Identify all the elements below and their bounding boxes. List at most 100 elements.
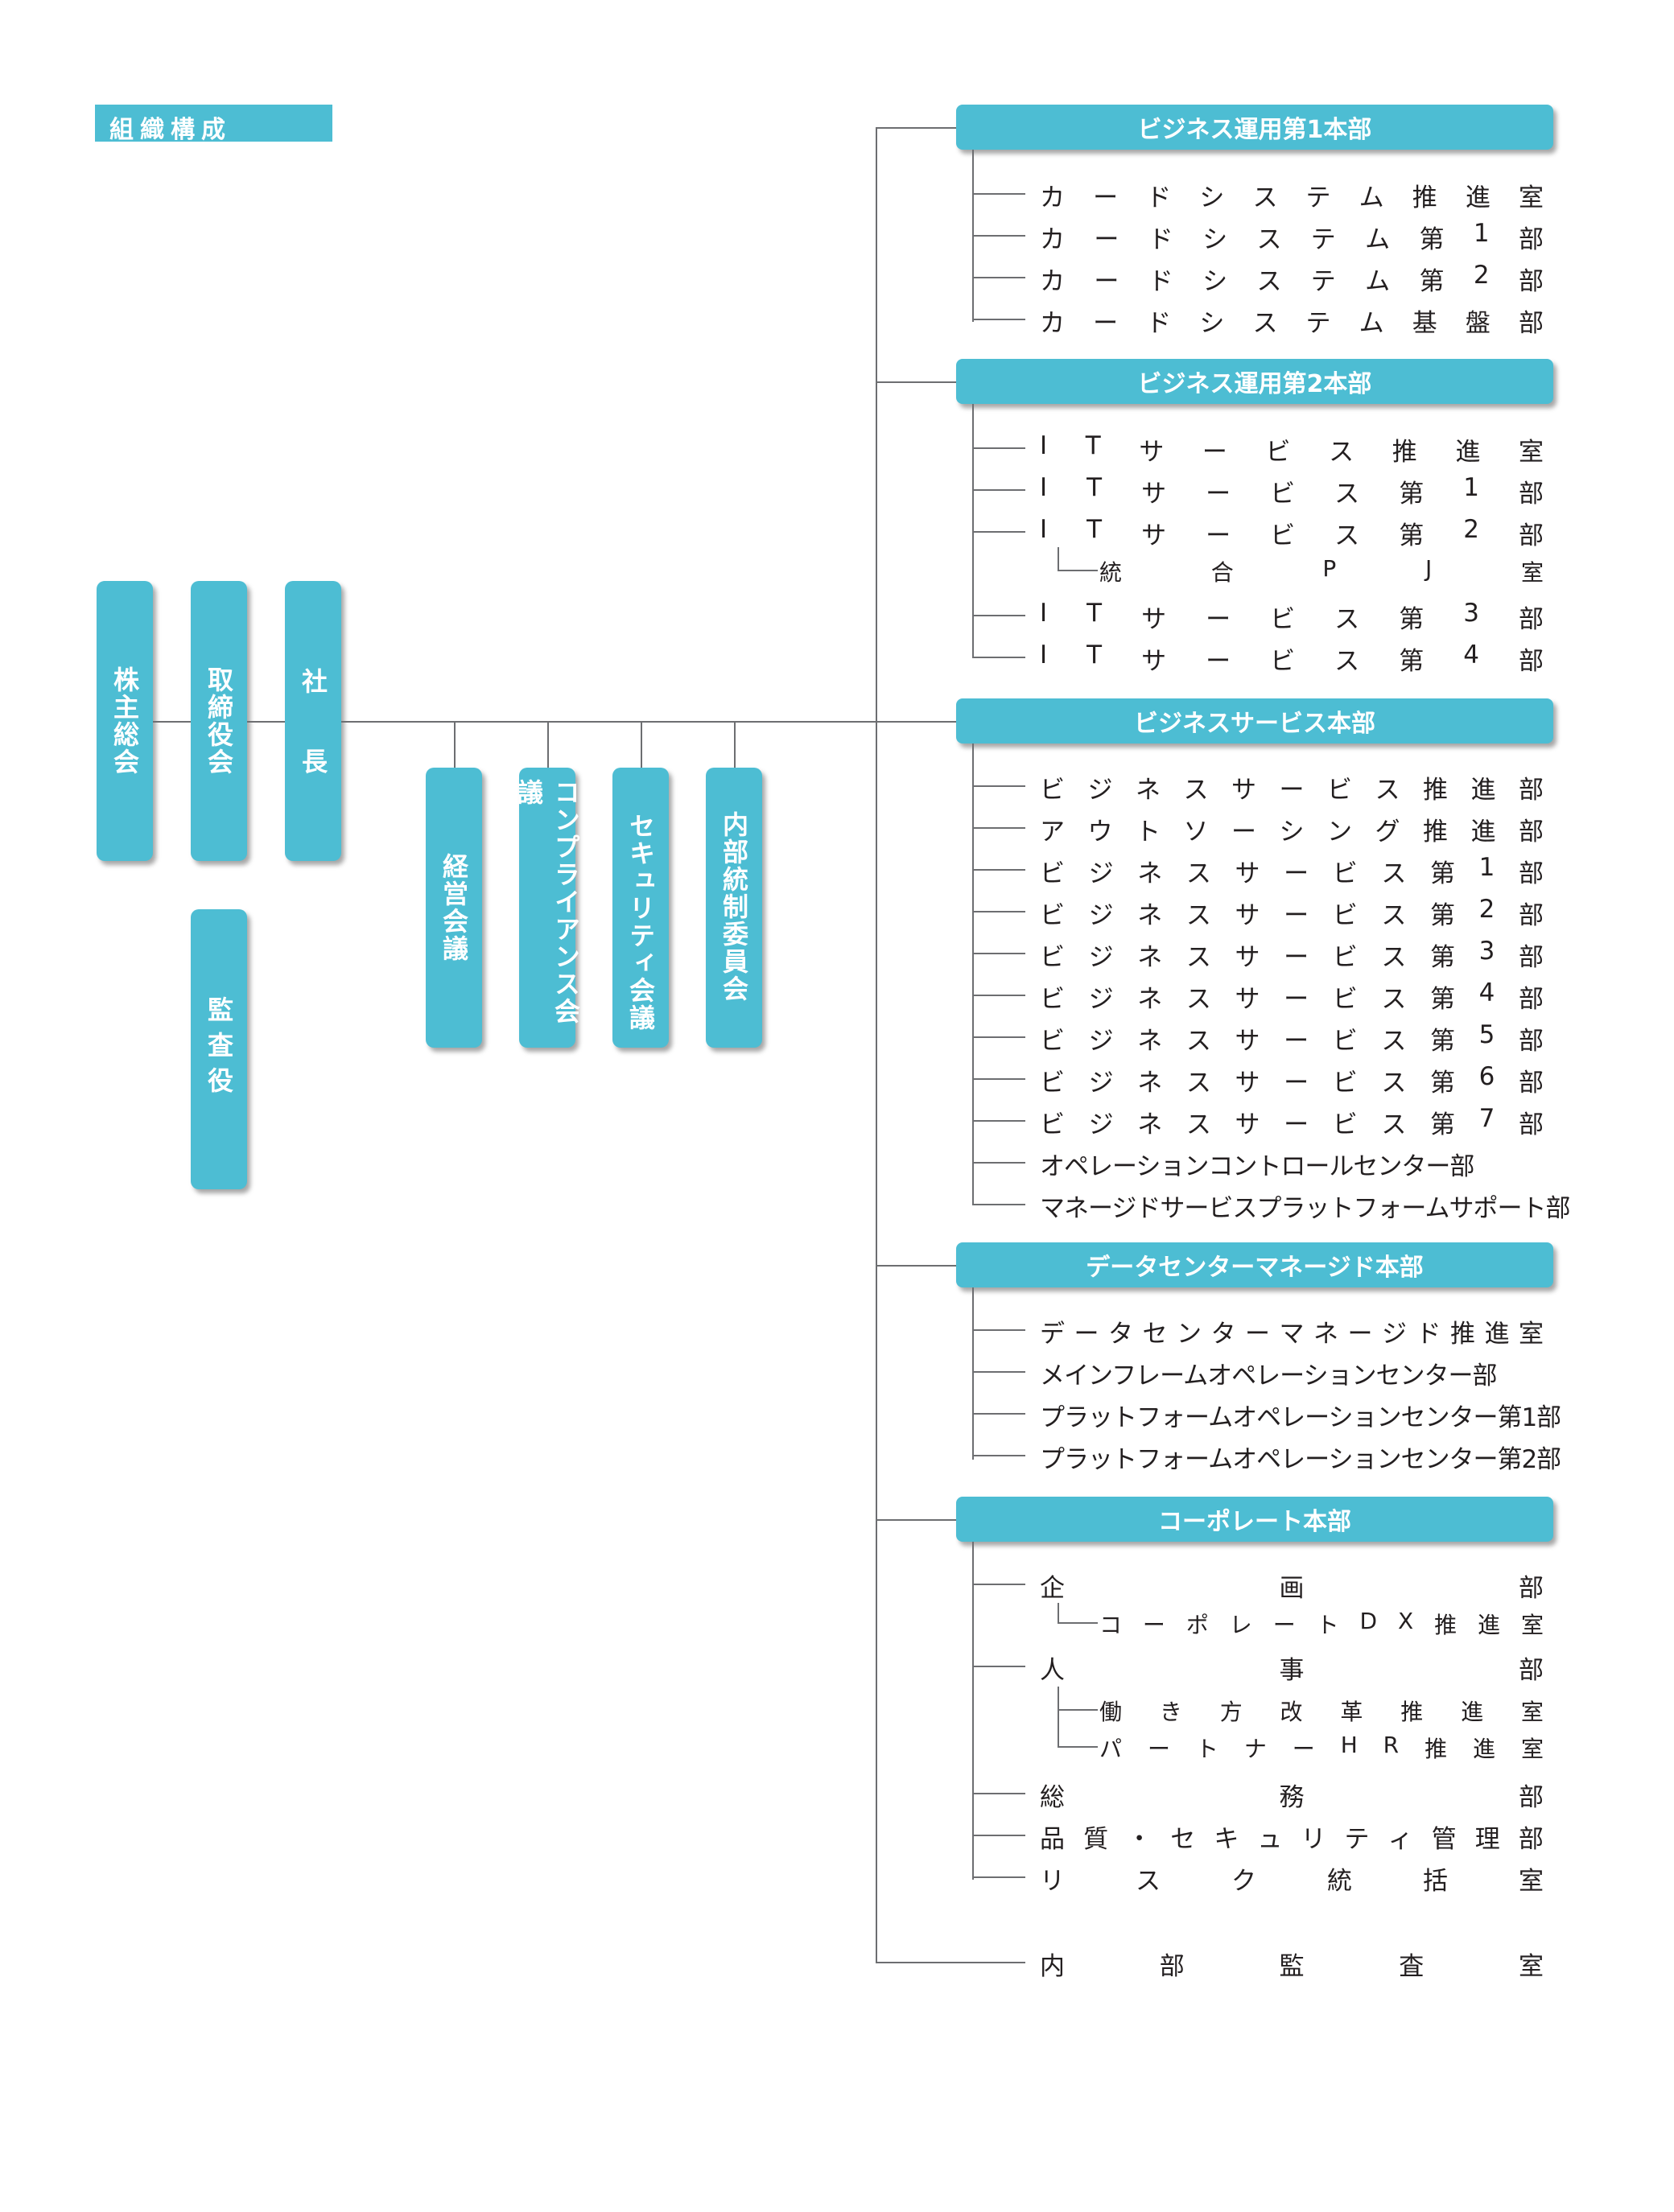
item-connector bbox=[972, 995, 1025, 996]
item-connector bbox=[972, 1666, 1025, 1667]
committee-security-box: セキュリティ会議 bbox=[612, 768, 669, 1048]
connector-internal-audit bbox=[876, 1962, 1025, 1963]
department-item: オペレーションコントロールセンター部 bbox=[1040, 1152, 1474, 1181]
connector-committee-3 bbox=[641, 721, 642, 768]
connector-committee-1 bbox=[454, 721, 456, 768]
item-connector bbox=[972, 447, 1025, 449]
item-connector bbox=[972, 277, 1025, 278]
department-item: データセンターマネージド推進室 bbox=[1040, 1320, 1544, 1349]
connector-division-4 bbox=[876, 1265, 956, 1267]
connector-committee-2 bbox=[547, 721, 549, 768]
department-item: 人事部 bbox=[1040, 1656, 1544, 1685]
committee-label: 内部統制委員会 bbox=[719, 811, 749, 1003]
item-connector bbox=[972, 235, 1025, 237]
division-5-spine bbox=[972, 1542, 974, 1880]
item-connector bbox=[972, 1120, 1025, 1122]
item-connector bbox=[972, 1413, 1025, 1415]
department-item: 品質・セキュリティ管理部 bbox=[1040, 1825, 1544, 1854]
item-connector bbox=[972, 1455, 1025, 1456]
item-connector bbox=[1058, 1709, 1098, 1711]
connector-committee-4 bbox=[734, 721, 736, 768]
item-connector bbox=[972, 1204, 1025, 1205]
department-item: メインフレームオペレーションセンター部 bbox=[1040, 1361, 1498, 1390]
division-header: ビジネス運用第1本部 bbox=[956, 105, 1553, 150]
department-item: プラットフォームオペレーションセンター第1部 bbox=[1040, 1403, 1561, 1432]
division-4-spine bbox=[972, 1287, 974, 1460]
item-connector bbox=[972, 1584, 1025, 1585]
item-connector bbox=[972, 911, 1025, 912]
division-3-spine bbox=[972, 744, 974, 1205]
item-connector bbox=[972, 657, 1025, 658]
main-spine bbox=[876, 127, 877, 1962]
item-connector bbox=[972, 1876, 1025, 1878]
item-connector bbox=[1058, 1622, 1098, 1624]
item-connector bbox=[972, 1078, 1025, 1080]
sub-spine-pj bbox=[1058, 547, 1059, 571]
division-header: データセンターマネージド本部 bbox=[956, 1242, 1553, 1287]
department-item: マネージドサービスプラットフォームサポート部 bbox=[1040, 1194, 1570, 1223]
connector-shareholders-board bbox=[153, 721, 191, 723]
connector-division-2 bbox=[876, 381, 956, 383]
board-label: 取締役会 bbox=[204, 666, 234, 776]
sub-department-item: 働き方改革推進室 bbox=[1099, 1699, 1544, 1725]
connector-division-1 bbox=[876, 127, 956, 129]
item-connector bbox=[972, 615, 1025, 616]
committee-compliance-box: コンプライアンス会議 bbox=[513, 768, 581, 1048]
department-item: 企画部 bbox=[1040, 1574, 1544, 1603]
committee-label: 経営会議 bbox=[439, 853, 469, 962]
department-item: カードシステム推進室 bbox=[1040, 183, 1544, 212]
department-item: アウトソーシング推進部 bbox=[1040, 818, 1544, 846]
auditor-label: 監査役 bbox=[204, 996, 234, 1102]
item-connector bbox=[972, 489, 1025, 491]
item-connector bbox=[972, 827, 1025, 829]
department-item: プラットフォームオペレーションセンター第2部 bbox=[1040, 1445, 1561, 1474]
section-title-tag: 組織構成 bbox=[95, 105, 332, 142]
item-connector bbox=[972, 785, 1025, 787]
sub-spine-dx bbox=[1058, 1603, 1059, 1624]
item-connector bbox=[1058, 1746, 1098, 1748]
division-header: ビジネス運用第2本部 bbox=[956, 359, 1553, 404]
department-item: 総務部 bbox=[1040, 1783, 1544, 1812]
item-connector bbox=[972, 531, 1025, 533]
department-item: リスク統括室 bbox=[1040, 1867, 1544, 1896]
shareholders-label: 株主総会 bbox=[109, 666, 140, 776]
department-item: カードシステム基盤部 bbox=[1040, 309, 1544, 338]
sub-spine-hr bbox=[1058, 1687, 1059, 1748]
board-box: 取締役会 bbox=[191, 581, 247, 861]
item-connector bbox=[972, 319, 1025, 320]
committee-internal-control-box: 内部統制委員会 bbox=[706, 768, 762, 1048]
item-connector bbox=[972, 1793, 1025, 1794]
president-box: 社 長 bbox=[285, 581, 341, 861]
division-header: ビジネスサービス本部 bbox=[956, 698, 1553, 744]
section-title: 組織構成 bbox=[109, 116, 232, 144]
auditor-box: 監査役 bbox=[191, 909, 247, 1189]
internal-audit-item: 内部監査室 bbox=[1040, 1952, 1544, 1981]
committee-label: セキュリティ会議 bbox=[625, 813, 656, 1032]
connector-main-horizontal bbox=[341, 721, 956, 723]
shareholders-box: 株主総会 bbox=[97, 581, 153, 861]
item-connector bbox=[972, 193, 1025, 195]
item-connector bbox=[972, 1162, 1025, 1164]
item-connector bbox=[972, 1329, 1025, 1331]
item-connector bbox=[972, 1371, 1025, 1373]
connector-division-5 bbox=[876, 1519, 956, 1521]
item-connector bbox=[972, 953, 1025, 954]
department-item: ビジネスサービス推進部 bbox=[1040, 776, 1544, 805]
item-connector bbox=[972, 869, 1025, 871]
president-label: 社 長 bbox=[298, 668, 328, 797]
